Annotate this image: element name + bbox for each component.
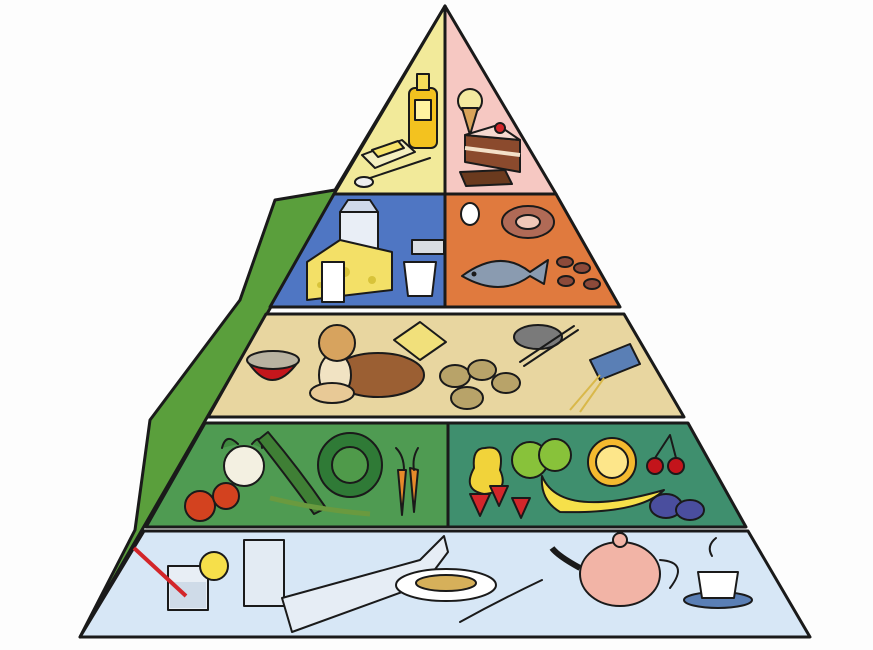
fish-icon [461, 259, 549, 288]
oil-bottle-icon [408, 73, 438, 149]
coffee-cup-icon [683, 537, 753, 609]
cherries-icon [646, 434, 685, 475]
strawberries-icon [469, 485, 531, 519]
chocolate-bar-icon [459, 169, 513, 187]
rice-bowl-icon [246, 350, 300, 381]
cucumber-icon [257, 431, 327, 515]
egg-icon [460, 202, 480, 226]
yogurt-cup-icon [403, 239, 445, 297]
apples-icon [511, 438, 572, 479]
cauliflower-icon [221, 437, 265, 487]
pasta-bowl-icon [513, 324, 579, 367]
carrots-icon [395, 447, 419, 516]
juice-glass-icon [132, 546, 229, 611]
lemon-icon [587, 437, 637, 487]
plums-icon [649, 493, 705, 521]
teapot-icon [549, 532, 679, 607]
banana-icon [540, 475, 665, 514]
ice-cream-cone-icon [457, 88, 483, 136]
butter-dish-icon [354, 139, 431, 188]
tomatoes-icon [184, 482, 240, 522]
soup-plate-icon [395, 568, 543, 623]
crackers-icon [393, 321, 447, 361]
water-glass-icon [243, 539, 285, 607]
bread-loaf-icon [309, 324, 425, 404]
potatoes-icon [439, 359, 521, 410]
water-bottle-icon [281, 535, 449, 633]
pasta-box-icon [569, 343, 641, 413]
milk-glass-icon [321, 261, 345, 303]
cabbage-icon [317, 432, 383, 498]
ham-icon [501, 205, 555, 239]
spring-onion-icon [269, 495, 371, 517]
beans-icon [556, 256, 601, 290]
cake-slice-icon [464, 122, 521, 173]
